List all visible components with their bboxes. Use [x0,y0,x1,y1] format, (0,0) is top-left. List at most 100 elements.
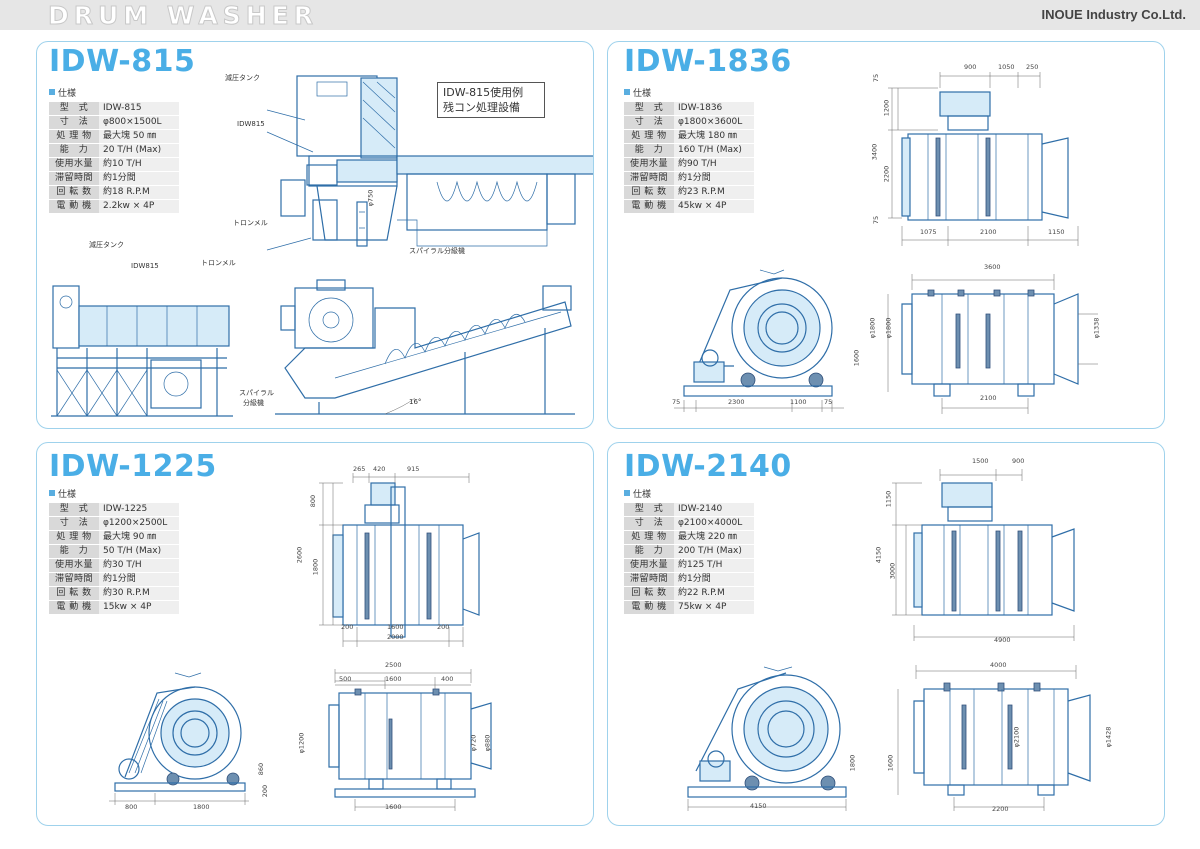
dim-phi750: φ750 [366,189,375,207]
dim-label: 75 [672,398,681,406]
label-spiral: スパイラル分級機 [409,247,465,255]
dim-label: φ1338 [1092,317,1101,339]
dim-label: 2100 [980,228,997,236]
dim-label: 900 [1012,457,1025,465]
model-title: IDW-1225 [49,449,217,484]
dim-label: 1150 [1048,228,1065,236]
spec-row: 使用水量約30 T/H [49,559,179,572]
front-view-drawing [109,672,249,805]
dim-label: 2300 [728,398,745,406]
side-view-drawing [887,274,1098,414]
spec-row: 滞留時間約1分間 [624,573,754,586]
dim-label: 1600 [385,803,402,811]
spec-row: 滞留時間約1分間 [624,172,754,185]
square-bullet-icon [49,89,55,95]
dim-label: φ1428 [1104,726,1113,748]
dim-label: 1050 [998,63,1015,71]
dim-label: 200 [341,623,354,631]
label-trommel: トロンメル [233,219,268,227]
label-angle: 16° [409,398,422,406]
dim-label: 500 [339,675,352,683]
top-view-drawing [888,72,1079,246]
dim-label: φ1800 [884,317,893,339]
spec-row: 使用水量約125 T/H [624,559,754,572]
dim-label: 1800 [848,754,857,772]
spec-row: 処 理 物最大塊 180 ㎜ [624,130,754,143]
dim-label: 4900 [994,636,1011,644]
dim-label: 1600 [886,754,895,772]
front-view-drawing [687,666,847,811]
dim-label: φ1200 [297,732,306,754]
spec-row: 処 理 物最大塊 50 ㎜ [49,130,179,143]
spec-row: 使用水量約10 T/H [49,158,179,171]
dim-label: 1800 [193,803,210,811]
dim-label: 900 [964,63,977,71]
header-bar: DRUM WASHER INOUE Industry Co.Ltd. [0,0,1200,31]
side-view-drawing [328,669,492,811]
dim-label: 75 [824,398,833,406]
dim-label: φ1800 [868,317,877,339]
dim-label: 800 [309,494,318,508]
spec-row: 回 転 数約30 R.P.M [49,587,179,600]
dim-label: φ880 [483,734,492,752]
dim-label: 420 [373,465,386,473]
spec-heading: 仕様 [624,88,754,101]
spec-heading: 仕様 [624,489,754,502]
dim-label: 800 [125,803,138,811]
spec-row: 滞留時間約1分間 [49,172,179,185]
dim-label: 75 [872,73,881,83]
spec-row: 回 転 数約23 R.P.M [624,186,754,199]
dim-label: 1100 [790,398,807,406]
model-title: IDW-2140 [624,449,792,484]
label-spiral-side1: スパイラル [239,389,274,397]
label-spiral-side2: 分級機 [243,399,264,407]
dim-label: 75 [872,215,881,225]
square-bullet-icon [49,490,55,496]
dim-label: 3400 [870,143,879,161]
spec-row: 回 転 数約18 R.P.M [49,186,179,199]
dim-label: 1600 [387,623,404,631]
spec-heading: 仕様 [49,489,179,502]
dim-label: 1200 [882,99,891,117]
dim-label: 1075 [920,228,937,236]
dim-label: 2200 [882,165,891,183]
dim-label: 2200 [992,805,1009,813]
square-bullet-icon [624,89,630,95]
dim-label: φ2100 [1012,726,1021,748]
dim-label: 860 [257,762,266,776]
dim-label: 200 [261,784,270,798]
dim-label: 2500 [385,661,402,669]
front-view-drawing [674,269,844,412]
side-view-drawing [897,665,1091,811]
dim-label: 4150 [750,802,767,810]
spec-row: 処 理 物最大塊 90 ㎜ [49,531,179,544]
label-idw815-side: IDW815 [131,262,159,270]
dim-label: 250 [1026,63,1039,71]
spec-row: 回 転 数約22 R.P.M [624,587,754,600]
dim-label: 2100 [980,394,997,402]
label-trommel-side: トロンメル [201,259,236,267]
dim-label: 2000 [387,633,404,641]
spec-row: 使用水量約90 T/H [624,158,754,171]
dim-label: 4000 [990,661,1007,669]
